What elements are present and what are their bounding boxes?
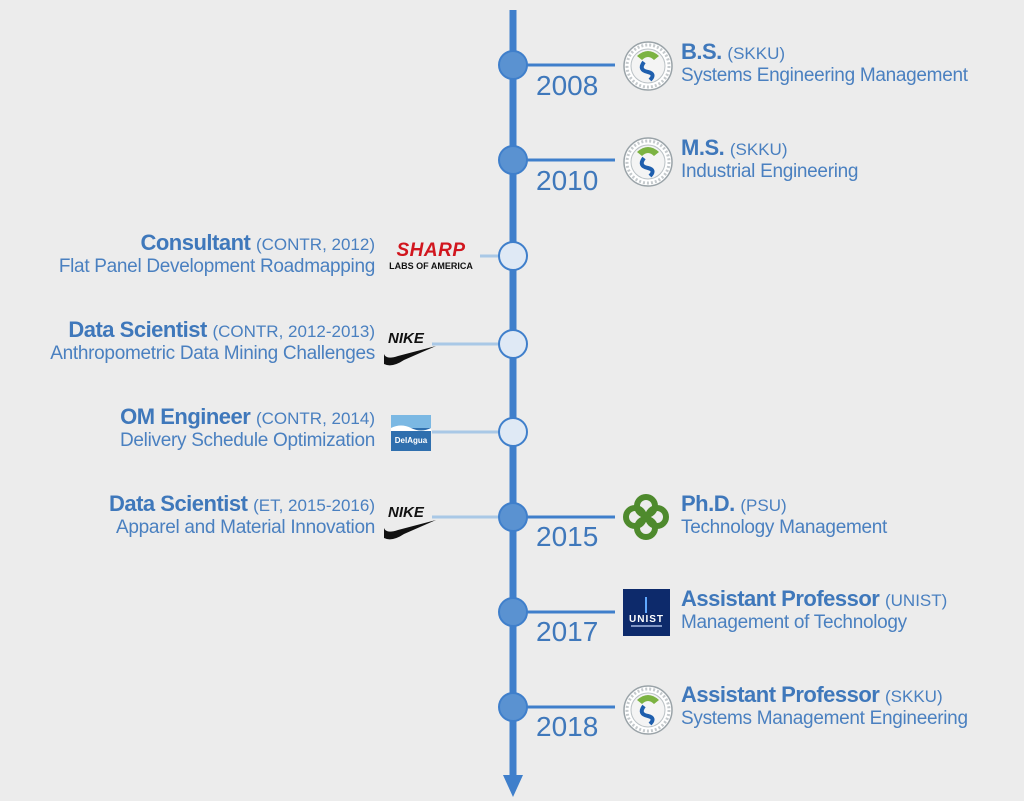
- degree-name: Assistant Professor: [681, 586, 880, 611]
- contract-tag: (ET, 2015-2016): [253, 496, 375, 515]
- work-entry: Data Scientist (ET, 2015-2016) Apparel a…: [109, 491, 375, 539]
- entry-title: Assistant Professor (SKKU): [681, 682, 968, 708]
- institution-tag: (UNIST): [884, 591, 948, 610]
- nike-wordmark: NIKE: [388, 330, 424, 347]
- institution-tag: (SKKU): [884, 687, 943, 706]
- contract-tag: (CONTR, 2012): [255, 235, 375, 254]
- entry-title: Data Scientist (ET, 2015-2016): [109, 491, 375, 517]
- entry-field: Technology Management: [681, 517, 888, 538]
- degree-name: B.S.: [681, 39, 722, 64]
- node-2017: [498, 597, 528, 627]
- entry-title: Ph.D. (PSU): [681, 491, 887, 517]
- institution-tag: (PSU): [740, 496, 787, 515]
- entry-field: Management of Technology: [681, 612, 907, 633]
- contract-tag: (CONTR, 2012-2013): [212, 322, 375, 341]
- entry-title: B.S. (SKKU): [681, 39, 968, 65]
- delagua-wordmark: DelAgua: [394, 436, 428, 445]
- skku-seal-icon: [623, 137, 673, 187]
- nike-wordmark: NIKE: [388, 504, 424, 521]
- degree-name: M.S.: [681, 135, 725, 160]
- entry-title: Assistant Professor (UNIST): [681, 586, 947, 612]
- psu-logo-icon: [623, 494, 669, 540]
- role-name: Data Scientist: [68, 317, 207, 342]
- timeline-arrowhead-icon: [503, 775, 523, 797]
- skku-seal-icon: [623, 685, 673, 735]
- work-entry: Consultant (CONTR, 2012) Flat Panel Deve…: [59, 230, 375, 278]
- entry-title: OM Engineer (CONTR, 2014): [120, 404, 375, 430]
- degree-name: Ph.D.: [681, 491, 735, 516]
- nike-swoosh-icon: [384, 346, 436, 366]
- education-entry: Assistant Professor (SKKU) Systems Manag…: [681, 682, 968, 730]
- node-2015: [498, 502, 528, 532]
- node-nike-1: [498, 329, 528, 359]
- unist-logo-text: UNIST: [629, 614, 664, 625]
- year-label: 2010: [536, 165, 599, 196]
- year-label: 2015: [536, 521, 599, 552]
- institution-tag: (SKKU): [727, 44, 786, 63]
- role-name: Consultant: [140, 230, 251, 255]
- education-entry: M.S. (SKKU) Industrial Engineering: [681, 135, 858, 183]
- unist-logo-icon: [623, 589, 670, 636]
- education-entry: B.S. (SKKU) Systems Engineering Manageme…: [681, 39, 968, 87]
- entry-title: Consultant (CONTR, 2012): [59, 230, 375, 256]
- entry-field: Systems Engineering Management: [681, 65, 968, 86]
- entry-field: Systems Management Engineering: [681, 708, 968, 729]
- year-label: 2008: [536, 70, 599, 101]
- entry-title: M.S. (SKKU): [681, 135, 858, 161]
- year-label: 2017: [536, 616, 599, 647]
- work-entry: Data Scientist (CONTR, 2012-2013) Anthro…: [50, 317, 375, 365]
- node-2010: [498, 145, 528, 175]
- entry-project: Flat Panel Development Roadmapping: [58, 256, 375, 277]
- sharp-logo-icon: SHARP LABS OF AMERICA: [382, 240, 480, 272]
- sharp-subtext: LABS OF AMERICA: [389, 261, 473, 271]
- nike-swoosh-icon: [384, 520, 436, 540]
- role-name: Data Scientist: [108, 491, 248, 516]
- entry-project: Apparel and Material Innovation: [116, 517, 375, 538]
- node-2008: [498, 50, 528, 80]
- entry-field: Industrial Engineering: [681, 161, 859, 182]
- degree-name: Assistant Professor: [681, 682, 880, 707]
- education-entry: Assistant Professor (UNIST) Management o…: [681, 586, 947, 634]
- work-entry: OM Engineer (CONTR, 2014) Delivery Sched…: [120, 404, 375, 452]
- node-2018: [498, 692, 528, 722]
- entry-project: Anthropometric Data Mining Challenges: [50, 343, 375, 364]
- education-entry: Ph.D. (PSU) Technology Management: [681, 491, 887, 539]
- entry-title: Data Scientist (CONTR, 2012-2013): [50, 317, 375, 343]
- node-sharp: [498, 241, 528, 271]
- sharp-wordmark: SHARP: [396, 240, 466, 261]
- delagua-logo-icon: [391, 415, 431, 451]
- year-label: 2018: [536, 711, 599, 742]
- role-name: OM Engineer: [120, 404, 251, 429]
- contract-tag: (CONTR, 2014): [255, 409, 375, 428]
- entry-project: Delivery Schedule Optimization: [119, 430, 375, 451]
- skku-seal-icon: [623, 41, 673, 91]
- node-delagua: [498, 417, 528, 447]
- institution-tag: (SKKU): [729, 140, 788, 159]
